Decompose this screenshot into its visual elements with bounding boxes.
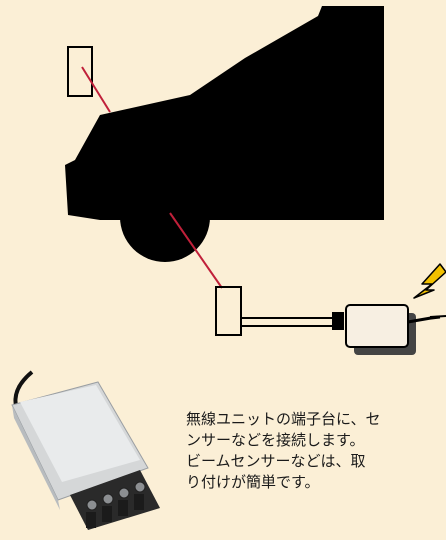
sensor-box-top: [67, 46, 93, 97]
vehicle-wheel: [120, 172, 210, 262]
description-line-1: 無線ユニットの端子台に、セ: [186, 410, 381, 428]
description-line-4: り付けが簡単です。: [186, 473, 320, 491]
vehicle-silhouette: [65, 6, 384, 262]
sensor-box-bottom: [215, 286, 242, 336]
pointer-line-top: [81, 66, 111, 113]
description-line-2: ンサーなどを接続します。: [186, 431, 365, 449]
lightning-bolt-icon: [413, 263, 446, 299]
vehicle-body: [65, 6, 384, 220]
wireless-unit-with-terminal-block-icon: [11, 370, 160, 530]
description-text: 無線ユニットの端子台に、セ ンサーなどを接続します。 ビームセンサーなどは、取 …: [186, 409, 446, 493]
sensor-cable: [241, 312, 344, 330]
description-line-3: ビームセンサーなどは、取: [186, 452, 366, 470]
wireless-transmitter: [345, 304, 446, 355]
pointer-line-bottom: [169, 212, 223, 289]
